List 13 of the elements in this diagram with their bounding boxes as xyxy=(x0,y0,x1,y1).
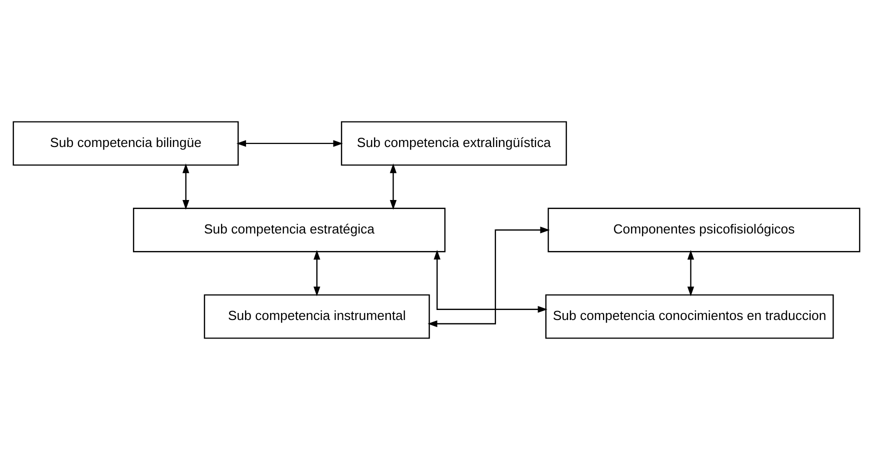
arrow xyxy=(182,163,190,210)
arrow xyxy=(687,250,694,296)
node-box: Sub competencia estratégica xyxy=(132,208,446,252)
arrow xyxy=(428,226,550,328)
arrow xyxy=(314,250,320,296)
node-box: Sub competencia conocimientos en traduccion xyxy=(545,294,834,339)
node-box: Sub competencia bilingüe xyxy=(12,121,239,166)
arrow xyxy=(434,250,548,313)
node-box: Componentes psicofisiológicos xyxy=(548,208,860,252)
node-box: Sub competencia instrumental xyxy=(204,294,430,339)
node-box: Sub competencia extralingüística xyxy=(340,121,567,166)
arrow xyxy=(390,163,397,210)
arrow xyxy=(236,140,343,147)
